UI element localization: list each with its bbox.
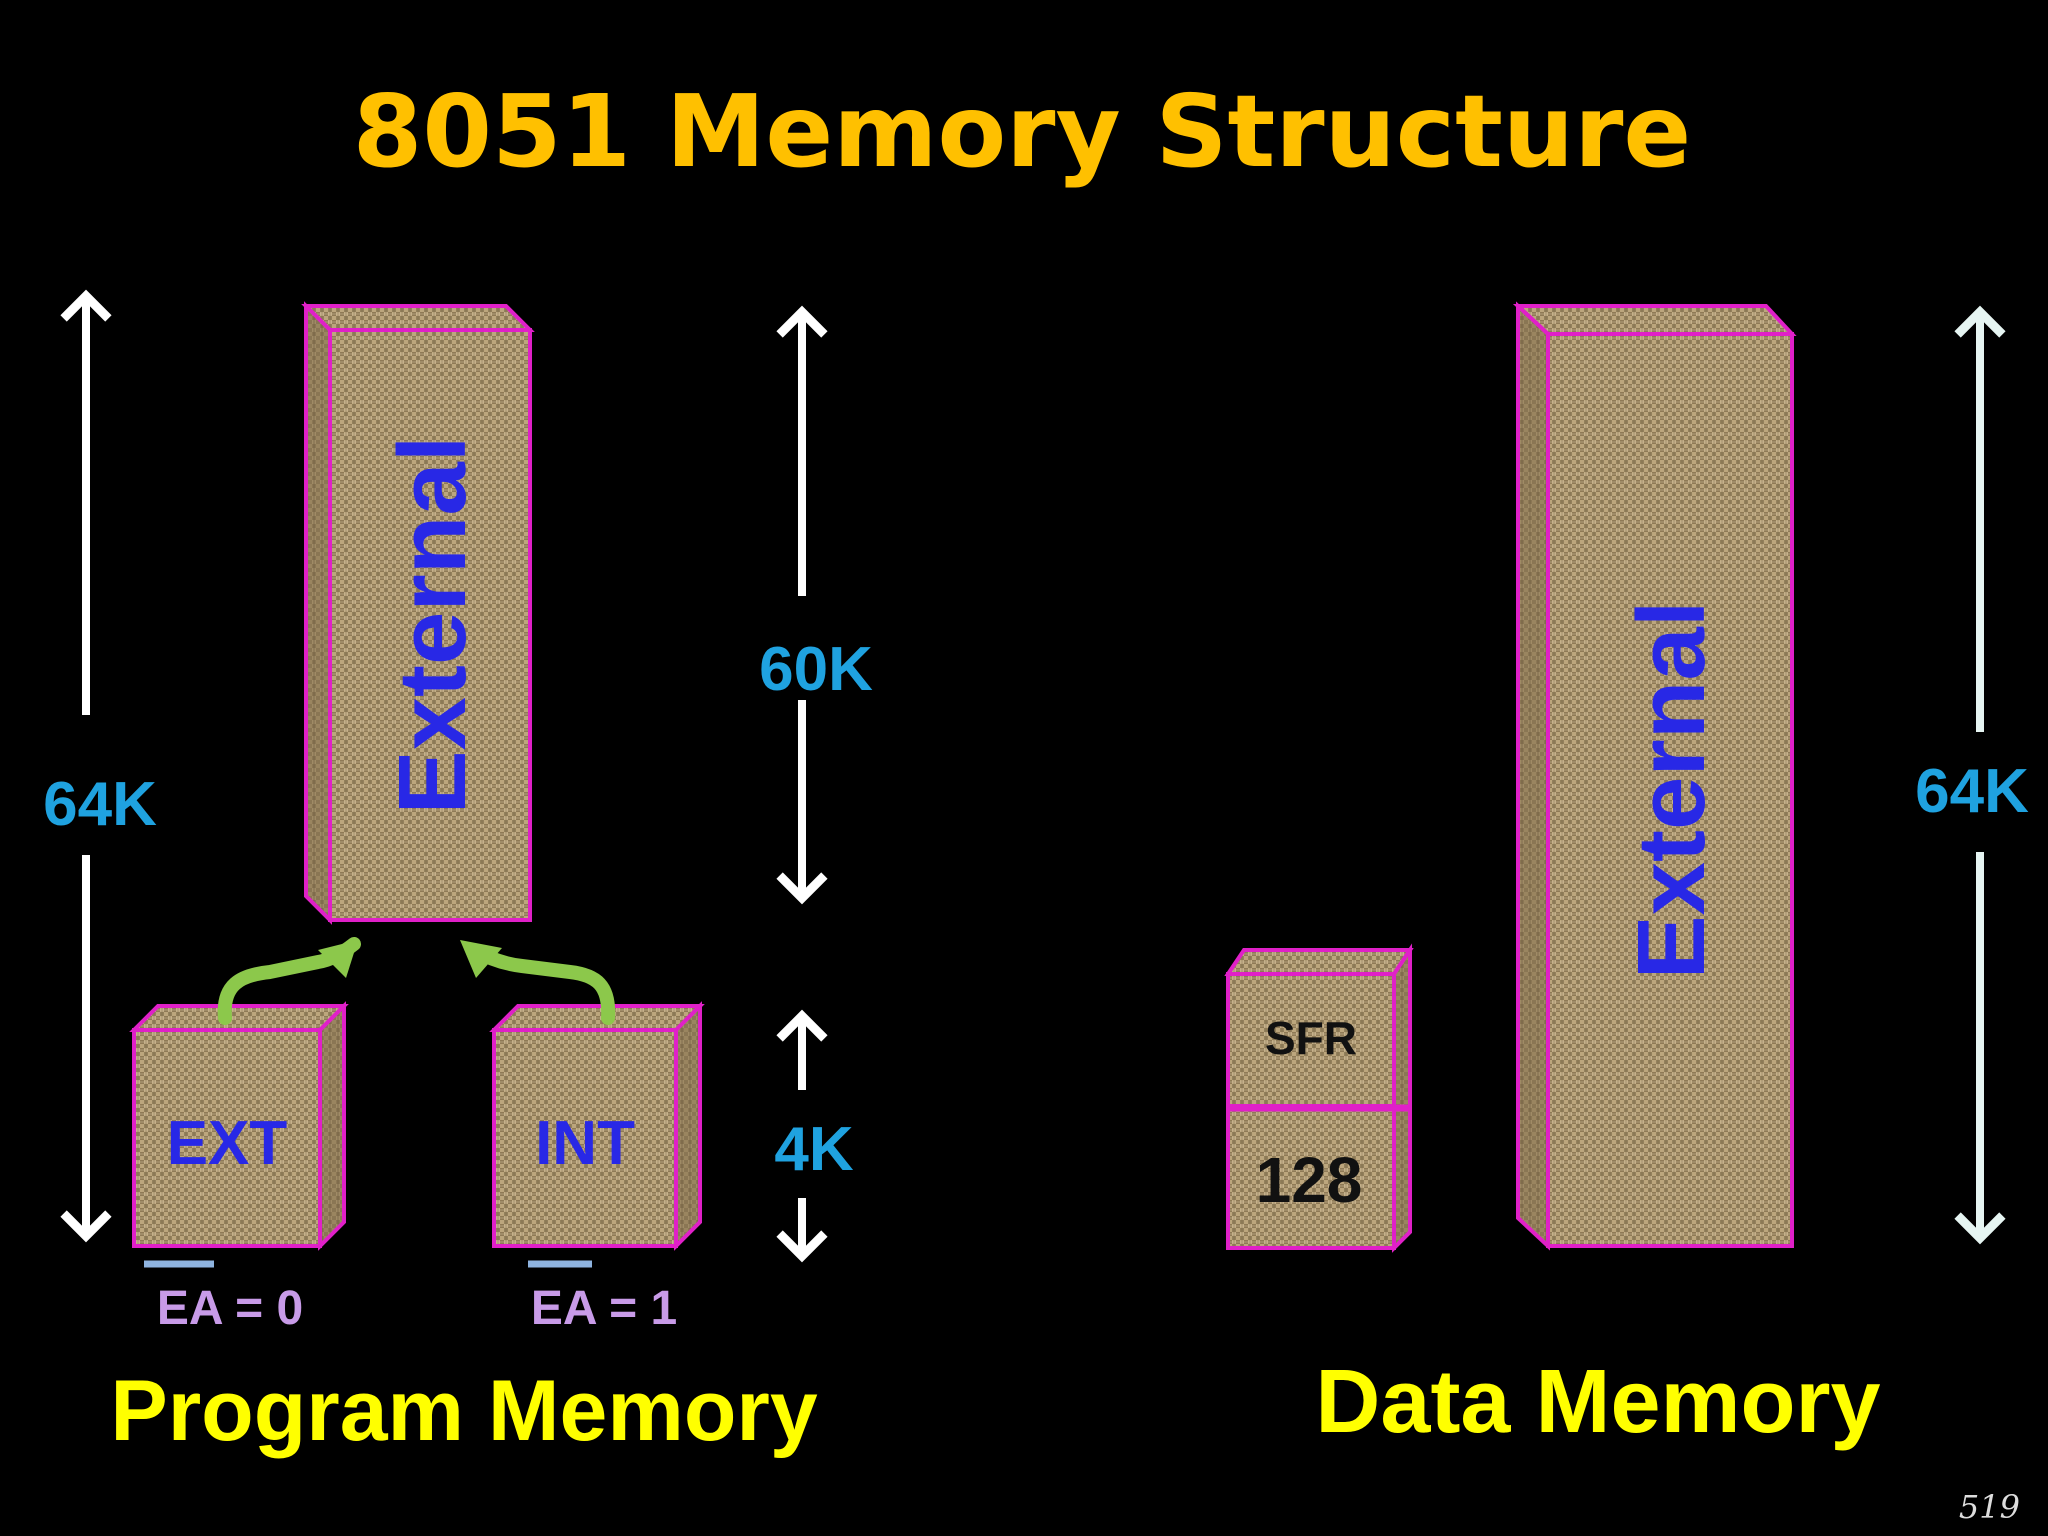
data-external-label: External	[1618, 601, 1725, 980]
sfr-block	[1226, 972, 1396, 1108]
program-external-label: External	[379, 436, 486, 815]
int-connector-arrowhead-icon	[460, 940, 502, 978]
program-int-block	[489, 1001, 705, 1251]
ram-128-block	[1226, 1104, 1396, 1250]
slide-title: 8051 Memory Structure	[353, 73, 1691, 190]
ext-connector-arrowhead-icon	[318, 940, 358, 978]
program-int-label: INT	[535, 1109, 635, 1178]
ram-128-label: 128	[1256, 1144, 1363, 1216]
program-external-block	[301, 301, 535, 925]
program-external-size-label: 60K	[759, 635, 873, 704]
ea0-label: EA = 0	[157, 1282, 303, 1335]
program-ext-label: EXT	[167, 1109, 288, 1178]
page-number: 519	[1959, 1488, 2020, 1526]
program-ext-block	[129, 1001, 349, 1251]
data-internal-stack	[1224, 943, 1414, 1253]
data-memory-heading: Data Memory	[1315, 1352, 1880, 1452]
data-total-size-label: 64K	[1915, 757, 2029, 826]
program-internal-size-label: 4K	[774, 1115, 853, 1184]
program-memory-heading: Program Memory	[110, 1363, 817, 1459]
sfr-label: SFR	[1265, 1012, 1357, 1064]
ea1-label: EA = 1	[531, 1282, 677, 1335]
program-total-size-label: 64K	[43, 770, 157, 839]
data-external-block	[1512, 301, 1797, 1251]
